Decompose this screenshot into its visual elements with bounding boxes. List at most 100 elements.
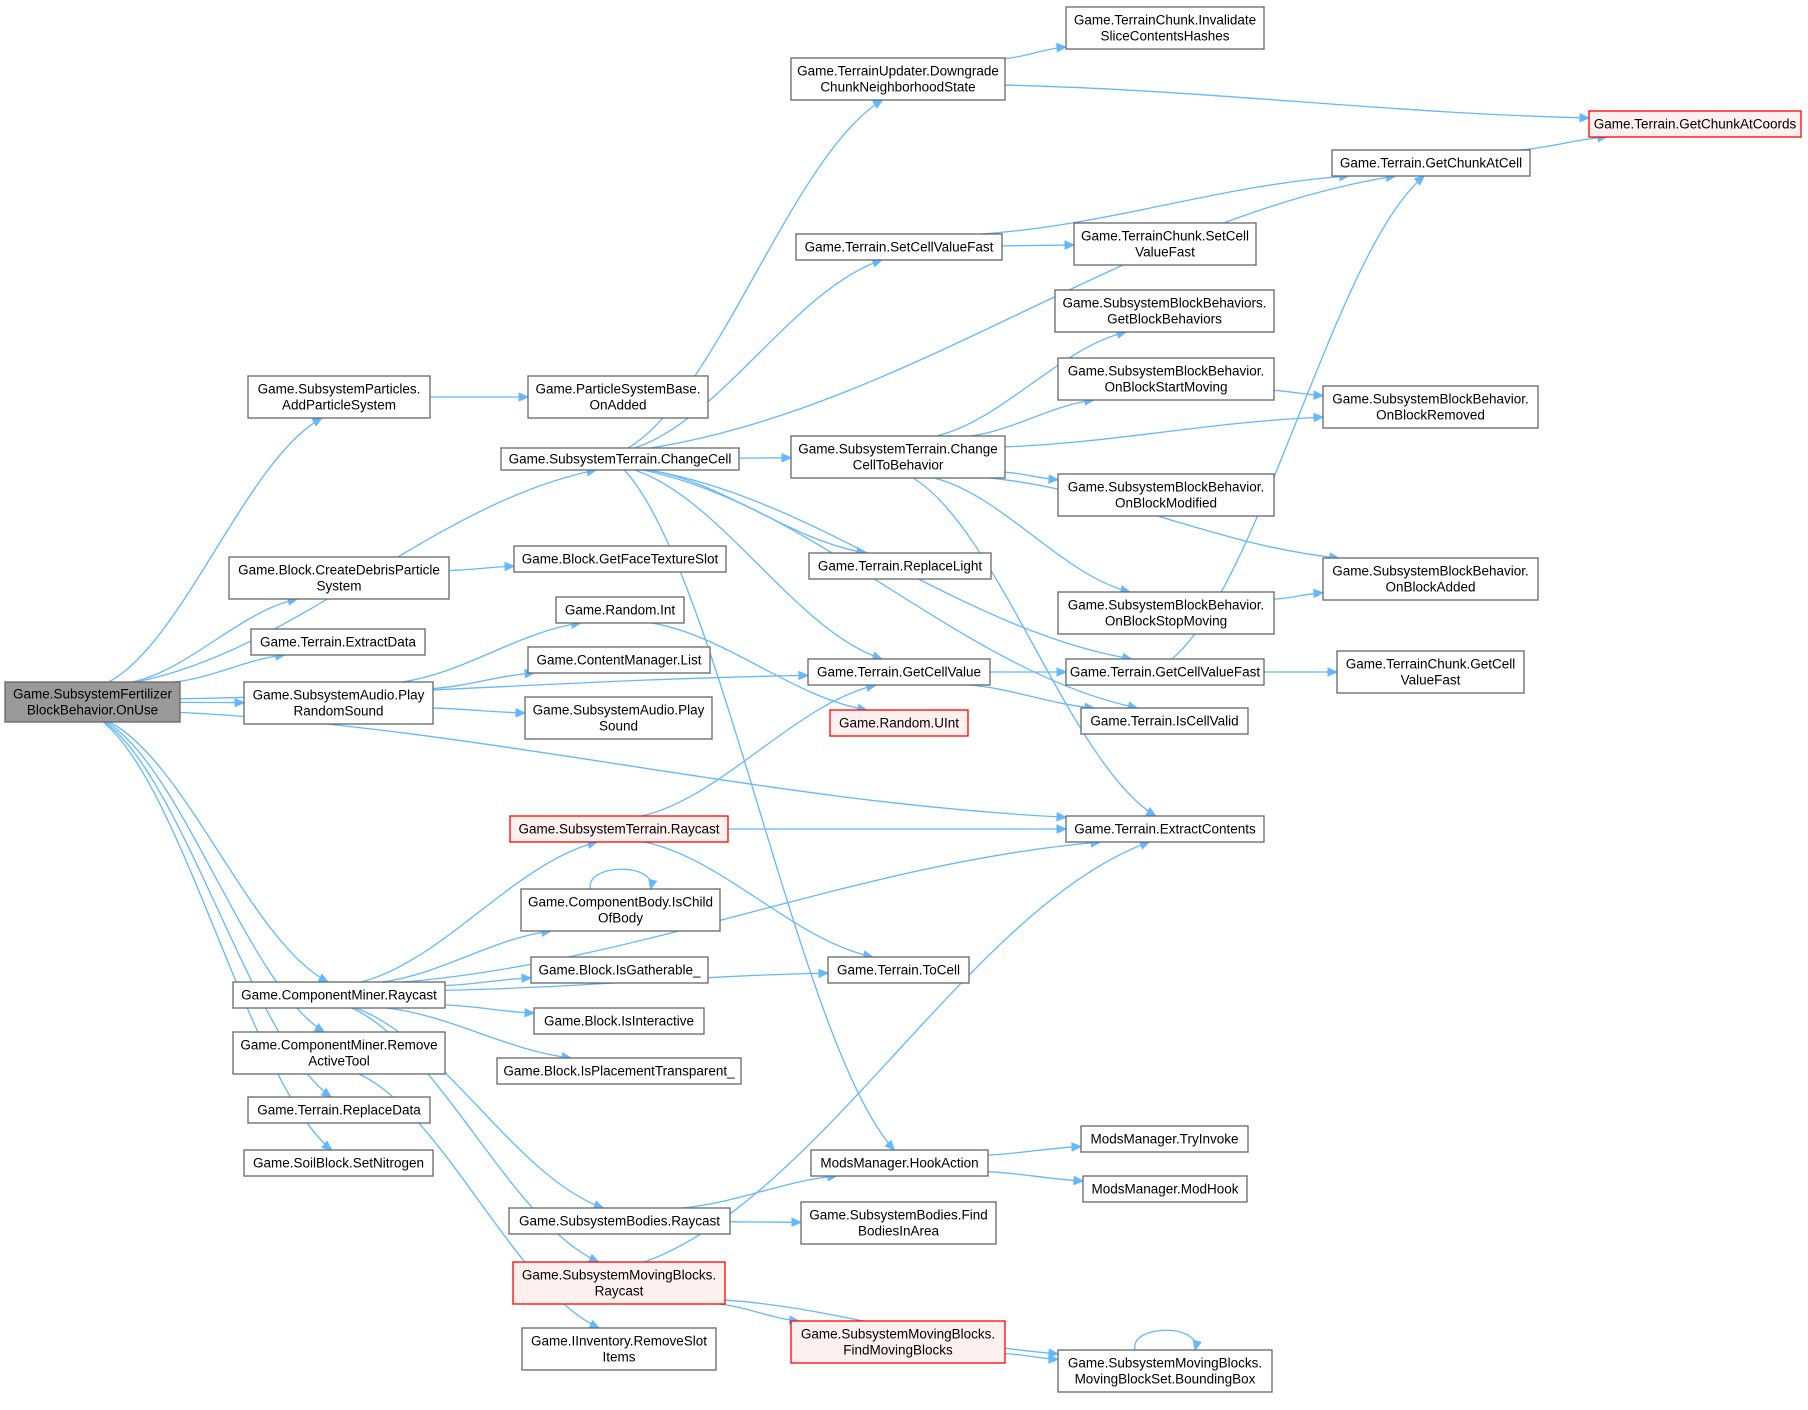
edge-arrowhead (313, 1022, 326, 1033)
edge-arrowhead (791, 1217, 803, 1228)
node-label: Game.TerrainChunk.Invalidate (1074, 13, 1256, 28)
node-faceTexture[interactable]: Game.Block.GetFaceTextureSlot (513, 545, 727, 573)
node-chunkGetCell[interactable]: Game.TerrainChunk.GetCellValueFast (1336, 650, 1525, 694)
node-box (807, 658, 991, 686)
node-label: Game.ComponentMiner.Raycast (241, 988, 437, 1003)
node-label: MovingBlockSet.BoundingBox (1075, 1372, 1256, 1387)
node-label: CellToBehavior (853, 458, 944, 473)
node-label: Game.ComponentMiner.Remove (240, 1038, 437, 1053)
edge-changeCell-to-getCellValue (634, 469, 883, 660)
edge-minerRaycast-to-isPlacementTransparent (386, 1007, 572, 1059)
node-box (1057, 591, 1275, 635)
node-box (512, 1261, 726, 1305)
node-toCell[interactable]: Game.Terrain.ToCell (827, 956, 970, 984)
edge-playRandom-to-contentList (432, 672, 535, 690)
node-setNitrogen[interactable]: Game.SoilBlock.SetNitrogen (243, 1149, 434, 1177)
node-label: Game.SubsystemBlockBehavior. (1068, 480, 1265, 495)
node-box (790, 57, 1006, 101)
node-particleOnAdded[interactable]: Game.ParticleSystemBase.OnAdded (527, 375, 709, 419)
edge-hookAction-to-modHook (987, 1171, 1084, 1182)
node-box (530, 956, 709, 984)
node-changeToBehavior[interactable]: Game.SubsystemTerrain.ChangeCellToBehavi… (790, 435, 1006, 479)
node-startMoving[interactable]: Game.SubsystemBlockBehavior.OnBlockStart… (1057, 357, 1275, 401)
node-box (1057, 357, 1275, 401)
node-box (829, 709, 969, 737)
node-label: Game.Terrain.IsCellValid (1090, 714, 1238, 729)
node-label: GetBlockBehaviors (1107, 312, 1222, 327)
node-label: Game.Block.IsPlacementTransparent_ (503, 1064, 735, 1079)
node-label: Game.Terrain.ToCell (837, 963, 960, 978)
node-replaceLight[interactable]: Game.Terrain.ReplaceLight (808, 552, 992, 580)
node-hookAction[interactable]: ModsManager.HookAction (810, 1149, 989, 1177)
node-root[interactable]: Game.SubsystemFertilizerBlockBehavior.On… (4, 681, 181, 723)
node-chunkAtCell[interactable]: Game.Terrain.GetChunkAtCell (1331, 149, 1531, 177)
edge-arrowhead (524, 1007, 536, 1018)
edge-arrowhead (1579, 113, 1591, 123)
node-tryInvoke[interactable]: ModsManager.TryInvoke (1080, 1125, 1249, 1153)
node-changeCell[interactable]: Game.SubsystemTerrain.ChangeCell (500, 447, 740, 471)
node-movingRaycast[interactable]: Game.SubsystemMovingBlocks.Raycast (512, 1261, 726, 1305)
node-label: FindMovingBlocks (843, 1343, 953, 1358)
edge-arrowhead (1413, 175, 1426, 186)
node-extractData[interactable]: Game.Terrain.ExtractData (250, 628, 426, 656)
node-box (521, 1327, 717, 1371)
node-findMoving[interactable]: Game.SubsystemMovingBlocks.FindMovingBlo… (790, 1320, 1006, 1364)
node-label: Game.SubsystemMovingBlocks. (522, 1268, 716, 1283)
node-chunkSetCell[interactable]: Game.TerrainChunk.SetCellValueFast (1073, 222, 1257, 266)
node-replaceData[interactable]: Game.Terrain.ReplaceData (247, 1096, 431, 1124)
node-isCellValid[interactable]: Game.Terrain.IsCellValid (1080, 707, 1249, 735)
node-getBehaviors[interactable]: Game.SubsystemBlockBehaviors.GetBlockBeh… (1054, 289, 1275, 333)
node-box (1336, 650, 1525, 694)
node-contentList[interactable]: Game.ContentManager.List (527, 646, 711, 674)
node-bodiesRaycast[interactable]: Game.SubsystemBodies.Raycast (508, 1207, 731, 1235)
node-extractContents[interactable]: Game.Terrain.ExtractContents (1065, 815, 1265, 843)
node-modHook[interactable]: ModsManager.ModHook (1082, 1175, 1248, 1203)
node-randomInt[interactable]: Game.Random.Int (555, 596, 685, 624)
node-onModified[interactable]: Game.SubsystemBlockBehavior.OnBlockModif… (1057, 473, 1275, 517)
node-addParticle[interactable]: Game.SubsystemParticles.AddParticleSyste… (247, 375, 431, 419)
edge-changeToBehavior-to-startMoving (970, 399, 1094, 437)
node-downgrade[interactable]: Game.TerrainUpdater.DowngradeChunkNeighb… (790, 57, 1006, 101)
node-setCellValueFast[interactable]: Game.Terrain.SetCellValueFast (795, 233, 1003, 261)
node-terrainRaycast[interactable]: Game.SubsystemTerrain.Raycast (509, 815, 729, 843)
node-label: Game.SubsystemBlockBehaviors. (1062, 296, 1266, 311)
node-label: Game.ComponentBody.IsChild (528, 895, 713, 910)
edge-arrowhead (1071, 1142, 1083, 1152)
edge-changeCell-to-isCellValid (642, 469, 1138, 709)
edge-playRandom-to-randomInt (401, 622, 581, 683)
node-minerRaycast[interactable]: Game.ComponentMiner.Raycast (232, 981, 446, 1009)
edge-arrowhead (781, 453, 793, 463)
node-stopMoving[interactable]: Game.SubsystemBlockBehavior.OnBlockStopM… (1057, 591, 1275, 635)
node-getCellValue[interactable]: Game.Terrain.GetCellValue (807, 658, 991, 686)
node-label: Items (602, 1350, 635, 1365)
node-isInteractive[interactable]: Game.Block.IsInteractive (533, 1007, 705, 1035)
node-label: Game.Terrain.GetCellValueFast (1070, 665, 1261, 680)
edge-terrainRaycast-to-getCellValue (642, 684, 876, 817)
edge-root-to-createDebris (132, 598, 298, 683)
node-label: ModsManager.HookAction (820, 1156, 978, 1171)
node-randomUInt[interactable]: Game.Random.UInt (829, 709, 969, 737)
node-getCellValueFast[interactable]: Game.Terrain.GetCellValueFast (1065, 658, 1265, 686)
node-chunkAtCoords[interactable]: Game.Terrain.GetChunkAtCoords (1588, 110, 1802, 138)
node-box (509, 815, 729, 843)
edge-minerRaycast-to-bodiesRaycast (354, 1007, 604, 1209)
node-box (243, 681, 434, 725)
node-invalidate[interactable]: Game.TerrainChunk.InvalidateSliceContent… (1065, 6, 1265, 50)
node-boundingBox[interactable]: Game.SubsystemMovingBlocks.MovingBlockSe… (1057, 1349, 1273, 1393)
node-box (810, 1149, 989, 1177)
edge-arrowhead (1048, 1354, 1060, 1364)
node-onAdded[interactable]: Game.SubsystemBlockBehavior.OnBlockAdded (1322, 557, 1539, 601)
node-isPlacementTransparent[interactable]: Game.Block.IsPlacementTransparent_ (496, 1057, 742, 1085)
edge-arrowhead (518, 392, 530, 402)
edge-randomInt-to-randomUInt (651, 622, 868, 711)
node-onRemoved[interactable]: Game.SubsystemBlockBehavior.OnBlockRemov… (1322, 385, 1539, 429)
node-box (500, 447, 740, 471)
node-isGatherable[interactable]: Game.Block.IsGatherable_ (530, 956, 709, 984)
